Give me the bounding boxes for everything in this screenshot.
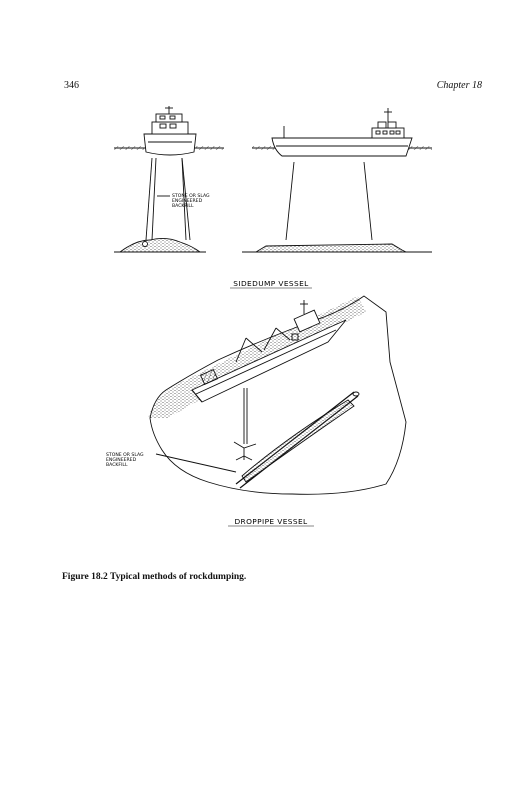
sidedump-front-view <box>114 106 224 253</box>
droppipe-scene <box>148 295 407 495</box>
sidedump-title: SIDEDUMP VESSEL <box>233 279 309 288</box>
droppipe-title: DROPPIPE VESSEL <box>234 517 308 526</box>
sidedump-side-view <box>242 108 432 253</box>
sidedump-label: STONE OR SLAG ENGINEERED BACKFILL <box>172 193 210 209</box>
svg-text:STONE OR SLAG: STONE OR SLAG <box>106 452 144 458</box>
rockdumping-figure: STONE OR SLAG ENGINEERED BACKFILL <box>96 100 446 540</box>
svg-text:ENGINEERED: ENGINEERED <box>172 198 203 204</box>
svg-text:STONE OR SLAG: STONE OR SLAG <box>172 193 210 199</box>
svg-text:BACKFILL: BACKFILL <box>172 203 194 209</box>
droppipe-label: STONE OR SLAG ENGINEERED BACKFILL <box>106 452 144 468</box>
figure-caption: Figure 18.2 Typical methods of rockdumpi… <box>62 572 247 582</box>
page-number: 346 <box>64 80 79 91</box>
svg-text:ENGINEERED: ENGINEERED <box>106 457 137 463</box>
running-head: Chapter 18 <box>436 80 482 91</box>
svg-text:BACKFILL: BACKFILL <box>106 462 128 468</box>
rockdumping-drawing: STONE OR SLAG ENGINEERED BACKFILL <box>106 106 432 527</box>
